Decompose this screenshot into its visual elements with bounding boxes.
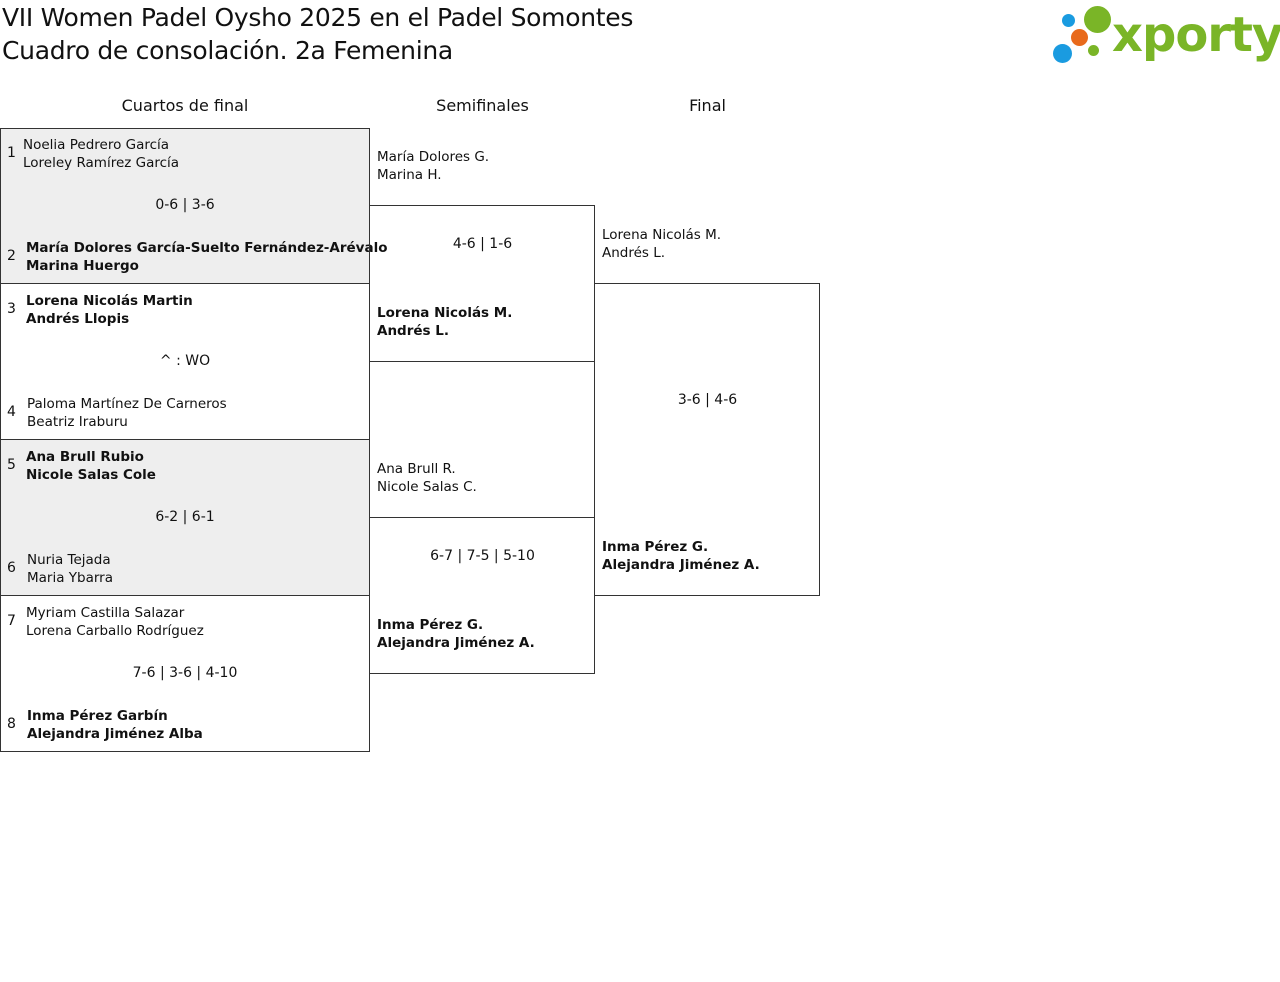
round-heading-semifinals: Semifinales <box>436 96 529 115</box>
team-entry-winner[interactable]: Ana Brull Rubio Nicole Salas Cole <box>26 448 156 484</box>
player-name: Paloma Martínez De Carneros <box>27 396 227 412</box>
team-entry[interactable]: María Dolores G. Marina H. <box>377 148 489 184</box>
player-name: Nicole Salas Cole <box>26 467 156 483</box>
team-entry-winner[interactable]: Lorena Nicolás M. Andrés L. <box>377 304 512 340</box>
team-entry[interactable]: Ana Brull R. Nicole Salas C. <box>377 460 477 496</box>
player-name: Lorena Nicolás Martin <box>26 293 193 309</box>
match-score: 6-2 | 6-1 <box>155 509 215 525</box>
team-entry[interactable]: Lorena Nicolás M. Andrés L. <box>602 226 721 262</box>
player-name: Lorena Nicolás M. <box>377 305 513 321</box>
logo-dot-orange <box>1071 29 1088 46</box>
match-score: 0-6 | 3-6 <box>155 197 215 213</box>
seed-number: 1 <box>7 145 16 161</box>
player-name: Inma Pérez G. <box>602 539 709 555</box>
logo-dot-blue-small <box>1062 14 1075 27</box>
logo-wordmark: xporty <box>1112 7 1280 63</box>
round-heading-quarterfinals: Cuartos de final <box>121 96 249 115</box>
player-name: Andrés Llopis <box>26 311 130 327</box>
player-name: Marina Huergo <box>26 258 139 274</box>
match-score: 4-6 | 1-6 <box>452 236 513 252</box>
team-entry-winner[interactable]: María Dolores García-Suelto Fernández-Ar… <box>26 239 387 275</box>
player-name: Lorena Carballo Rodríguez <box>26 623 204 639</box>
match-score: 6-7 | 7-5 | 5-10 <box>430 548 535 564</box>
match-score: 3-6 | 4-6 <box>677 392 738 408</box>
team-entry[interactable]: Myriam Castilla Salazar Lorena Carballo … <box>26 604 204 640</box>
qf-match-3-box <box>0 439 370 596</box>
page-subtitle: Cuadro de consolación. 2a Femenina <box>2 36 453 65</box>
team-entry[interactable]: Noelia Pedrero García Loreley Ramírez Ga… <box>23 136 179 172</box>
player-name: Lorena Nicolás M. <box>602 227 722 243</box>
team-entry-winner[interactable]: Lorena Nicolás Martin Andrés Llopis <box>26 292 193 328</box>
team-entry-winner[interactable]: Inma Pérez G. Alejandra Jiménez A. <box>602 538 760 574</box>
player-name: Andrés L. <box>377 323 450 339</box>
match-score: 7-6 | 3-6 | 4-10 <box>132 665 238 681</box>
team-entry-winner[interactable]: Inma Pérez Garbín Alejandra Jiménez Alba <box>27 707 203 743</box>
xporty-logo[interactable]: xporty <box>1050 4 1280 66</box>
player-name: Loreley Ramírez García <box>23 155 180 171</box>
team-entry-winner[interactable]: Inma Pérez G. Alejandra Jiménez A. <box>377 616 535 652</box>
seed-number: 4 <box>7 404 16 420</box>
player-name: Myriam Castilla Salazar <box>26 605 185 621</box>
seed-number: 2 <box>7 248 16 264</box>
seed-number: 6 <box>7 560 16 576</box>
qf-match-1-box <box>0 128 370 284</box>
player-name: Noelia Pedrero García <box>23 137 170 153</box>
player-name: Nicole Salas C. <box>377 479 477 495</box>
player-name: María Dolores G. <box>377 149 490 165</box>
player-name: Alejandra Jiménez A. <box>602 557 760 573</box>
player-name: Inma Pérez Garbín <box>27 708 168 724</box>
player-name: Ana Brull R. <box>377 461 456 477</box>
player-name: Marina H. <box>377 167 442 183</box>
player-name: Alejandra Jiménez Alba <box>27 726 203 742</box>
player-name: Andrés L. <box>602 245 666 261</box>
player-name: Alejandra Jiménez A. <box>377 635 535 651</box>
player-name: Maria Ybarra <box>27 570 114 586</box>
round-heading-final: Final <box>689 96 726 115</box>
player-name: Inma Pérez G. <box>377 617 484 633</box>
player-name: Ana Brull Rubio <box>26 449 144 465</box>
page-title: VII Women Padel Oysho 2025 en el Padel S… <box>2 3 634 32</box>
seed-number: 8 <box>7 716 16 732</box>
final-match-box <box>594 283 820 596</box>
player-name: Beatriz Iraburu <box>27 414 128 430</box>
seed-number: 5 <box>7 457 16 473</box>
player-name: María Dolores García-Suelto Fernández-Ar… <box>26 240 388 256</box>
logo-dot-green-small <box>1088 45 1099 56</box>
player-name: Nuria Tejada <box>27 552 111 568</box>
seed-number: 3 <box>7 301 16 317</box>
seed-number: 7 <box>7 613 16 629</box>
match-score: ^ : WO <box>159 353 211 369</box>
team-entry[interactable]: Paloma Martínez De Carneros Beatriz Irab… <box>27 395 227 431</box>
logo-dot-blue-large <box>1053 44 1072 63</box>
team-entry[interactable]: Nuria Tejada Maria Ybarra <box>27 551 113 587</box>
logo-dot-green <box>1084 6 1111 33</box>
